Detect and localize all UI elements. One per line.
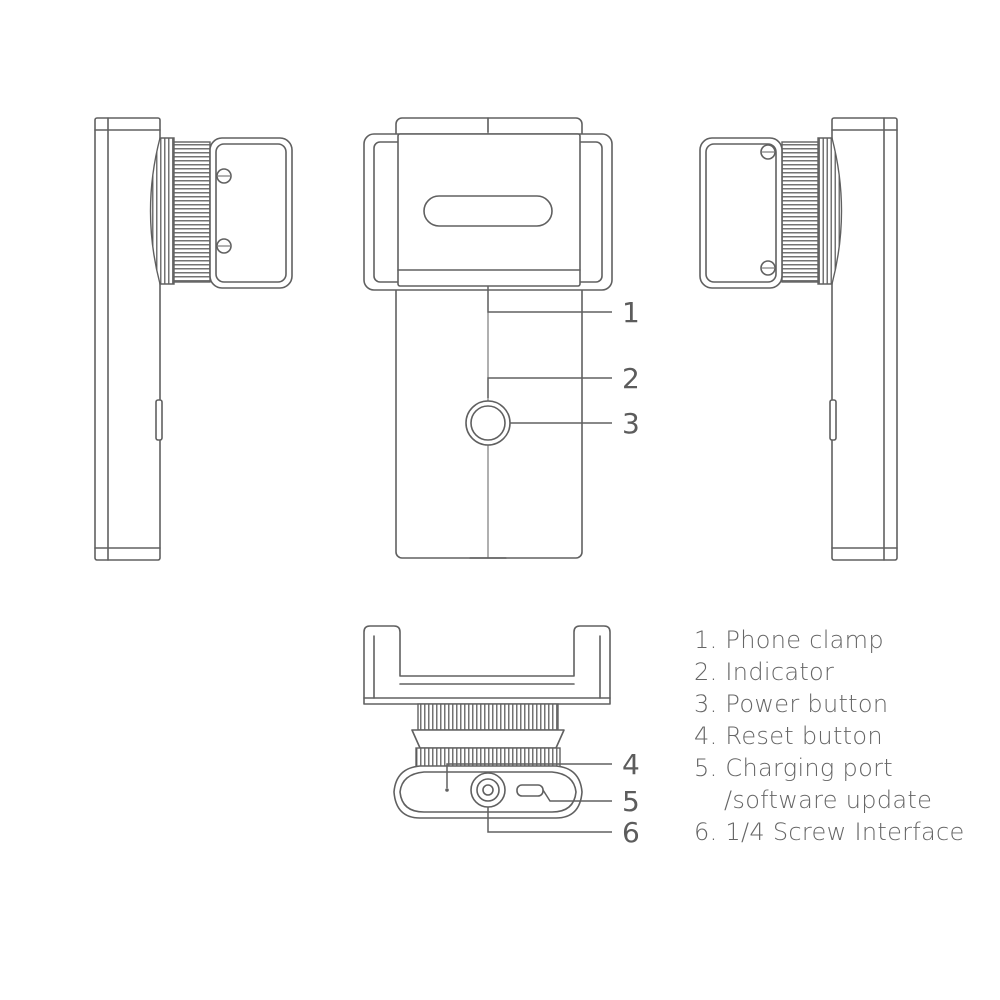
dial-knurl <box>149 137 175 285</box>
legend-item: 4. Reset button <box>694 720 965 752</box>
legend-item-text: 1. Phone clamp <box>694 626 884 654</box>
legend-item: 2. Indicator <box>694 656 965 688</box>
callout-2: 2 <box>622 362 640 395</box>
charging-port <box>516 784 544 797</box>
legend-item: 6. 1/4 Screw Interface <box>694 816 965 848</box>
legend-item-text: 4. Reset button <box>694 722 883 750</box>
screw-interface <box>470 772 506 808</box>
legend-item: 5. Charging port/software update <box>694 752 965 816</box>
leader-lines <box>446 286 612 833</box>
reset-button <box>445 788 449 792</box>
callout-5: 5 <box>622 785 640 818</box>
callout-numbers: 1 2 3 4 5 6 <box>622 296 640 849</box>
left-side-view <box>94 117 293 561</box>
callout-4: 4 <box>622 748 640 781</box>
power-button <box>465 400 511 446</box>
legend-item-text: 6. 1/4 Screw Interface <box>694 818 965 846</box>
legend-item: 3. Power button <box>694 688 965 720</box>
callout-1: 1 <box>622 296 640 329</box>
legend-item-text: 2. Indicator <box>694 658 835 686</box>
phone-clamp <box>363 133 613 291</box>
front-view <box>363 117 613 559</box>
legend-item-text: 5. Charging port <box>694 754 893 782</box>
bottom-view <box>363 625 611 819</box>
parts-legend: 1. Phone clamp 2. Indicator 3. Power but… <box>694 624 965 848</box>
callout-6: 6 <box>622 816 640 849</box>
callout-3: 3 <box>622 407 640 440</box>
legend-item-text: 3. Power button <box>694 690 889 718</box>
legend-item-continuation: /software update <box>724 786 933 814</box>
right-side-view <box>699 117 898 561</box>
legend-item: 1. Phone clamp <box>694 624 965 656</box>
